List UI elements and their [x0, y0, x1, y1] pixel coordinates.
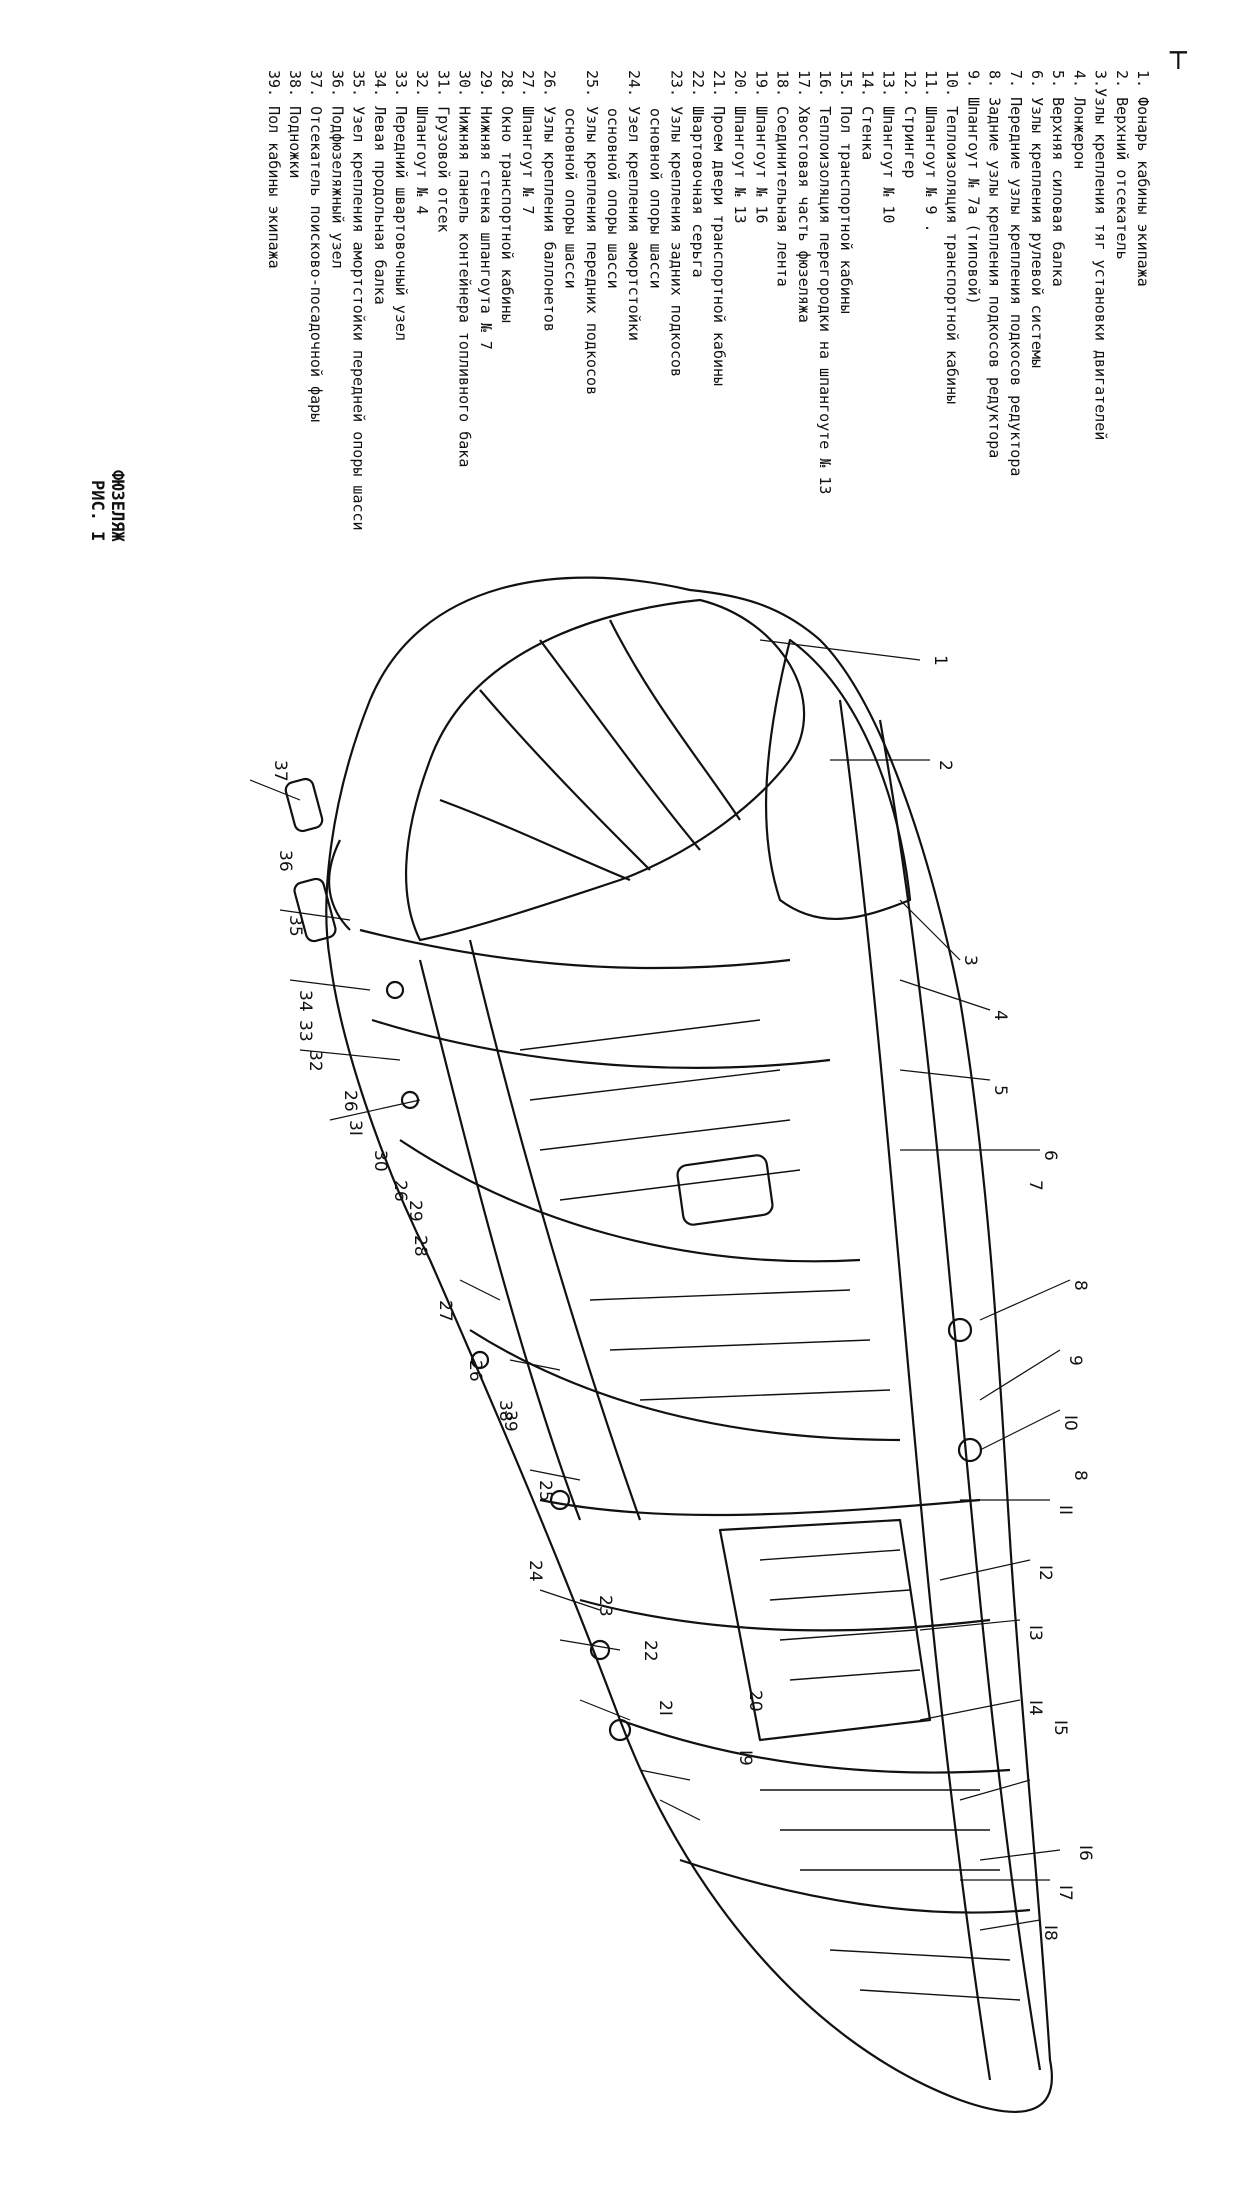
callout-number: 39	[500, 1410, 520, 1432]
callout-number: 35	[285, 915, 305, 937]
callout-number: 32	[305, 1050, 325, 1072]
callout-number: I7	[1055, 1885, 1075, 1901]
callout-number: 33	[295, 1020, 315, 1042]
callout-number: 25	[535, 1480, 555, 1502]
frame-4	[359, 928, 791, 970]
transport-cabin-window	[676, 1154, 774, 1226]
callout-number: 7	[1025, 1180, 1045, 1191]
callout-number: II	[1055, 1505, 1075, 1515]
callout-number: 27	[435, 1300, 455, 1322]
frame-7	[399, 1139, 861, 1263]
callout-number: 9	[1065, 1355, 1085, 1366]
callout-number: I3	[1025, 1625, 1045, 1641]
callout-number: 3I	[345, 1120, 365, 1136]
callout-number: 26	[390, 1180, 410, 1202]
callout-number: 2I	[655, 1700, 675, 1716]
callout-number: 26	[465, 1360, 485, 1382]
callout-number: I9	[735, 1750, 755, 1766]
callout-number: 8	[1070, 1280, 1090, 1291]
callout-number: 2	[935, 760, 955, 771]
callout-number: 4	[990, 1010, 1010, 1021]
frame-13	[619, 1718, 1011, 1774]
callout-number: I2	[1035, 1565, 1055, 1581]
callout-number: I0	[1060, 1415, 1080, 1431]
callout-number: I4	[1025, 1700, 1045, 1716]
callout-number: 29	[405, 1200, 425, 1222]
callout-number: 3	[960, 955, 980, 966]
callout-number: 34	[295, 990, 315, 1012]
cockpit-canopy	[404, 598, 806, 942]
callout-number: I5	[1050, 1720, 1070, 1736]
callout-number: 26	[340, 1090, 360, 1112]
callout-number: 6	[1040, 1150, 1060, 1161]
upper-cowling	[764, 638, 912, 921]
callout-number: 22	[640, 1640, 660, 1662]
frame-16	[679, 1858, 1031, 1914]
callout-number: I6	[1075, 1845, 1095, 1861]
callout-number: I8	[1040, 1925, 1060, 1941]
callout-number: 36	[275, 850, 295, 872]
callout-number: 30	[370, 1150, 390, 1172]
callout-number: 37	[270, 760, 290, 782]
callout-number: 5	[990, 1085, 1010, 1096]
callout-number: 23	[595, 1595, 615, 1617]
callout-number: 28	[410, 1235, 430, 1257]
fuselage-outline	[325, 576, 1053, 2113]
callout-number: 38	[495, 1400, 515, 1422]
transport-door-opening	[718, 1518, 932, 1742]
callout-number: 24	[525, 1560, 545, 1582]
callout-number: 20	[745, 1690, 765, 1712]
frame-9	[539, 1498, 981, 1517]
callout-number: 8	[1070, 1470, 1090, 1481]
callout-number: 1	[930, 655, 950, 666]
callout-labels: 123456789I08III2I3I4I5I6I7I8I9202I222324…	[270, 655, 1095, 1941]
